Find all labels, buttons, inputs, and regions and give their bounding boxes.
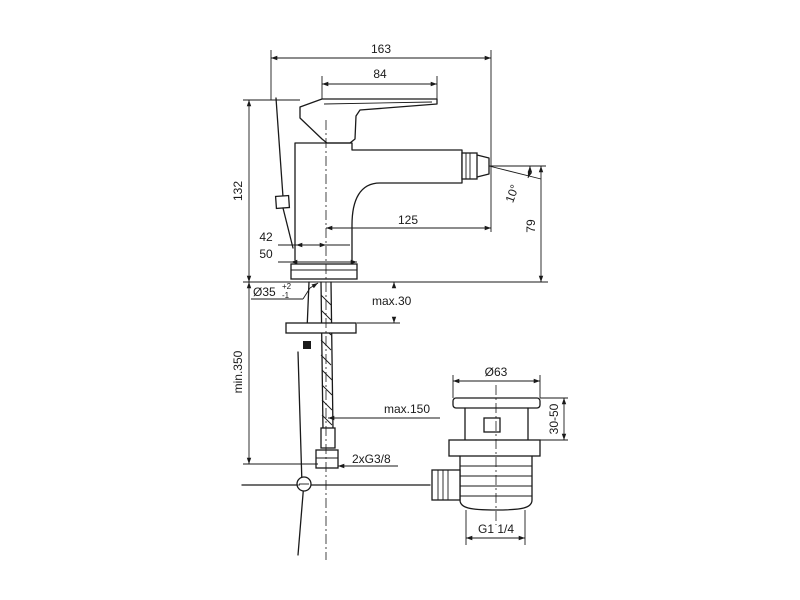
dim-max-thickness: max.30 [372, 294, 412, 308]
dim-spout-height: 79 [524, 219, 538, 233]
dim-height: 132 [231, 181, 245, 201]
hose-connector [320, 427, 336, 449]
dim-hole-tol-lower: -1 [282, 291, 290, 300]
dim-waste-height: 30-50 [547, 403, 561, 434]
dim-lever-length: 84 [373, 67, 387, 81]
waste-assembly [431, 385, 541, 525]
dim-waste-diameter: Ø63 [485, 365, 508, 379]
waste-cap [452, 397, 541, 409]
under-counter-parts [241, 281, 431, 556]
faucet-body [260, 97, 548, 283]
dim-min-length: min.350 [231, 350, 245, 393]
dim-max-hose: max.150 [384, 402, 430, 416]
spout-nozzle [461, 152, 478, 180]
clamp-bracket [285, 322, 357, 334]
base-plate [290, 263, 358, 280]
dim-base-50: 50 [259, 247, 273, 261]
dim-spout-reach: 125 [398, 213, 418, 227]
dim-hole-tol-upper: +2 [282, 282, 292, 291]
dim-base-42: 42 [259, 230, 273, 244]
popup-knob [274, 194, 291, 210]
waste-outlet [431, 469, 461, 501]
dimension-lines: 163 84 132 125 42 50 79 10° [231, 42, 568, 545]
dim-connection: 2xG3/8 [352, 452, 391, 466]
body-block [294, 142, 463, 261]
lever-handle [299, 98, 438, 144]
dim-hole-diameter: Ø35 [253, 285, 276, 299]
dim-waste-thread: G1 1/4 [478, 522, 514, 536]
dim-overall-width: 163 [371, 42, 391, 56]
dim-angle: 10° [503, 183, 522, 205]
